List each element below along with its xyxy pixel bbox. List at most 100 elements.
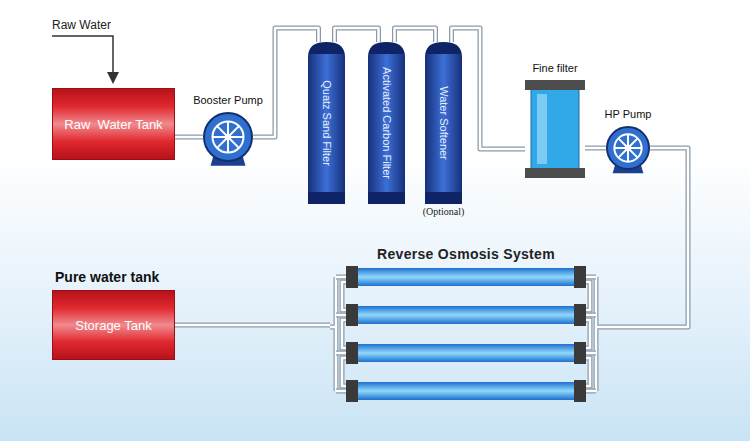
ro-pipe [336,352,346,355]
ro-pipe [342,282,346,310]
ro-pipe [586,276,596,279]
pipe-wall [452,28,526,149]
ro-pipe [330,277,336,391]
pipe-bore [585,147,606,150]
vessel-top [369,42,404,54]
filter-label: Activated Carbon Filter [381,67,393,179]
vessel-foot [308,192,345,204]
filter-vessel: Activated Carbon Filter [368,42,405,204]
filter-cap [525,168,585,178]
water-pipe [395,28,436,42]
filter-cap [525,80,585,90]
water-pipe [335,28,379,42]
fine-filter-art [525,80,585,178]
impeller-hub [625,145,631,151]
ro-pipe [586,352,596,355]
pump-casing [607,127,649,169]
water-pipe [175,137,203,138]
pipe-wall [175,323,330,328]
membrane-cap [574,380,586,402]
ro-heading: Reverse Osmosis System [377,246,555,262]
ro-membranes [330,246,602,408]
pipe-bore [602,148,688,327]
pipe-wall [585,146,606,151]
membrane-cap [346,266,358,288]
vessel-top [426,42,461,54]
water-tank: Pure water tankStorage Tank [52,290,175,360]
pump: HP Pump [606,126,650,170]
impeller-ring [614,134,641,161]
ro-pipe [336,313,346,318]
water-pipe [452,28,526,149]
membrane-cap [346,342,358,364]
filter-vessel: Quatz Sand Filter [308,42,345,204]
ro-pipe [336,275,346,280]
ro-pipe [586,275,596,280]
membrane-cap [574,342,586,364]
optional-note: (Optional) [423,206,465,217]
housing-shine [537,94,547,164]
pipe-bore [395,28,436,42]
pipe-wall [602,148,688,327]
membrane-cap [574,304,586,326]
filter-vessel: Water Softener(Optional) [425,42,462,204]
ro-pipe [342,320,346,348]
tank-label: Storage Tank [75,318,151,333]
ro-pipe [596,277,602,391]
ro-pipe [586,358,590,386]
pump: Booster Pump [203,112,253,162]
pump-symbol [606,126,650,170]
tank-label: Raw Water Tank [64,117,162,132]
water-pipe [602,148,688,327]
ro-pipe [586,320,590,348]
inlet-arrow [52,36,113,78]
pump-label: Booster Pump [193,94,263,106]
ro-pipe [336,276,346,279]
pipe-wall [395,28,436,42]
ro-pipe [586,320,590,348]
vessel-foot [368,192,405,204]
fine-filter: Fine filter [525,80,585,178]
ro-system: Reverse Osmosis System [330,246,602,408]
vessel-top [309,42,344,54]
ro-pipe [586,282,590,310]
vessel-body [425,44,462,200]
vessel-body [308,44,345,200]
vessel-foot [425,192,462,204]
pipe-bore [175,324,330,327]
membrane-cap [346,304,358,326]
ro-pipe [342,358,346,386]
impeller-hub [225,134,231,140]
membrane-cap [346,380,358,402]
pipe-wall [335,28,379,42]
membrane-tube [358,268,574,286]
filter-label: Water Softener [438,86,450,160]
filter-housing [531,88,579,170]
fine-filter-label: Fine filter [532,62,577,74]
water-pipe [175,325,330,326]
ro-pipe [586,351,596,356]
ro-pipe [596,277,602,391]
ro-pipe [586,313,596,318]
ro-pipe [586,358,590,386]
filter-label: Quatz Sand Filter [321,80,333,166]
membrane-tube [358,306,574,324]
pipe-bore [335,28,379,42]
ro-pipe [586,314,596,317]
ro-pipe [342,320,346,348]
ro-pipe [336,390,346,393]
water-pipe [585,148,606,149]
ro-pipe [336,389,346,394]
pipe-wall [175,135,203,140]
membrane-cap [574,266,586,288]
ro-pipe [330,277,336,391]
impeller-ring [213,122,244,153]
ro-pipe [336,314,346,317]
membrane-tube [358,344,574,362]
inlet-label: Raw Water [52,18,111,32]
ro-pipe [586,282,590,310]
ro-pipe [586,390,596,393]
ro-pipe [342,282,346,310]
water-tank: Raw Water Tank [52,88,175,160]
